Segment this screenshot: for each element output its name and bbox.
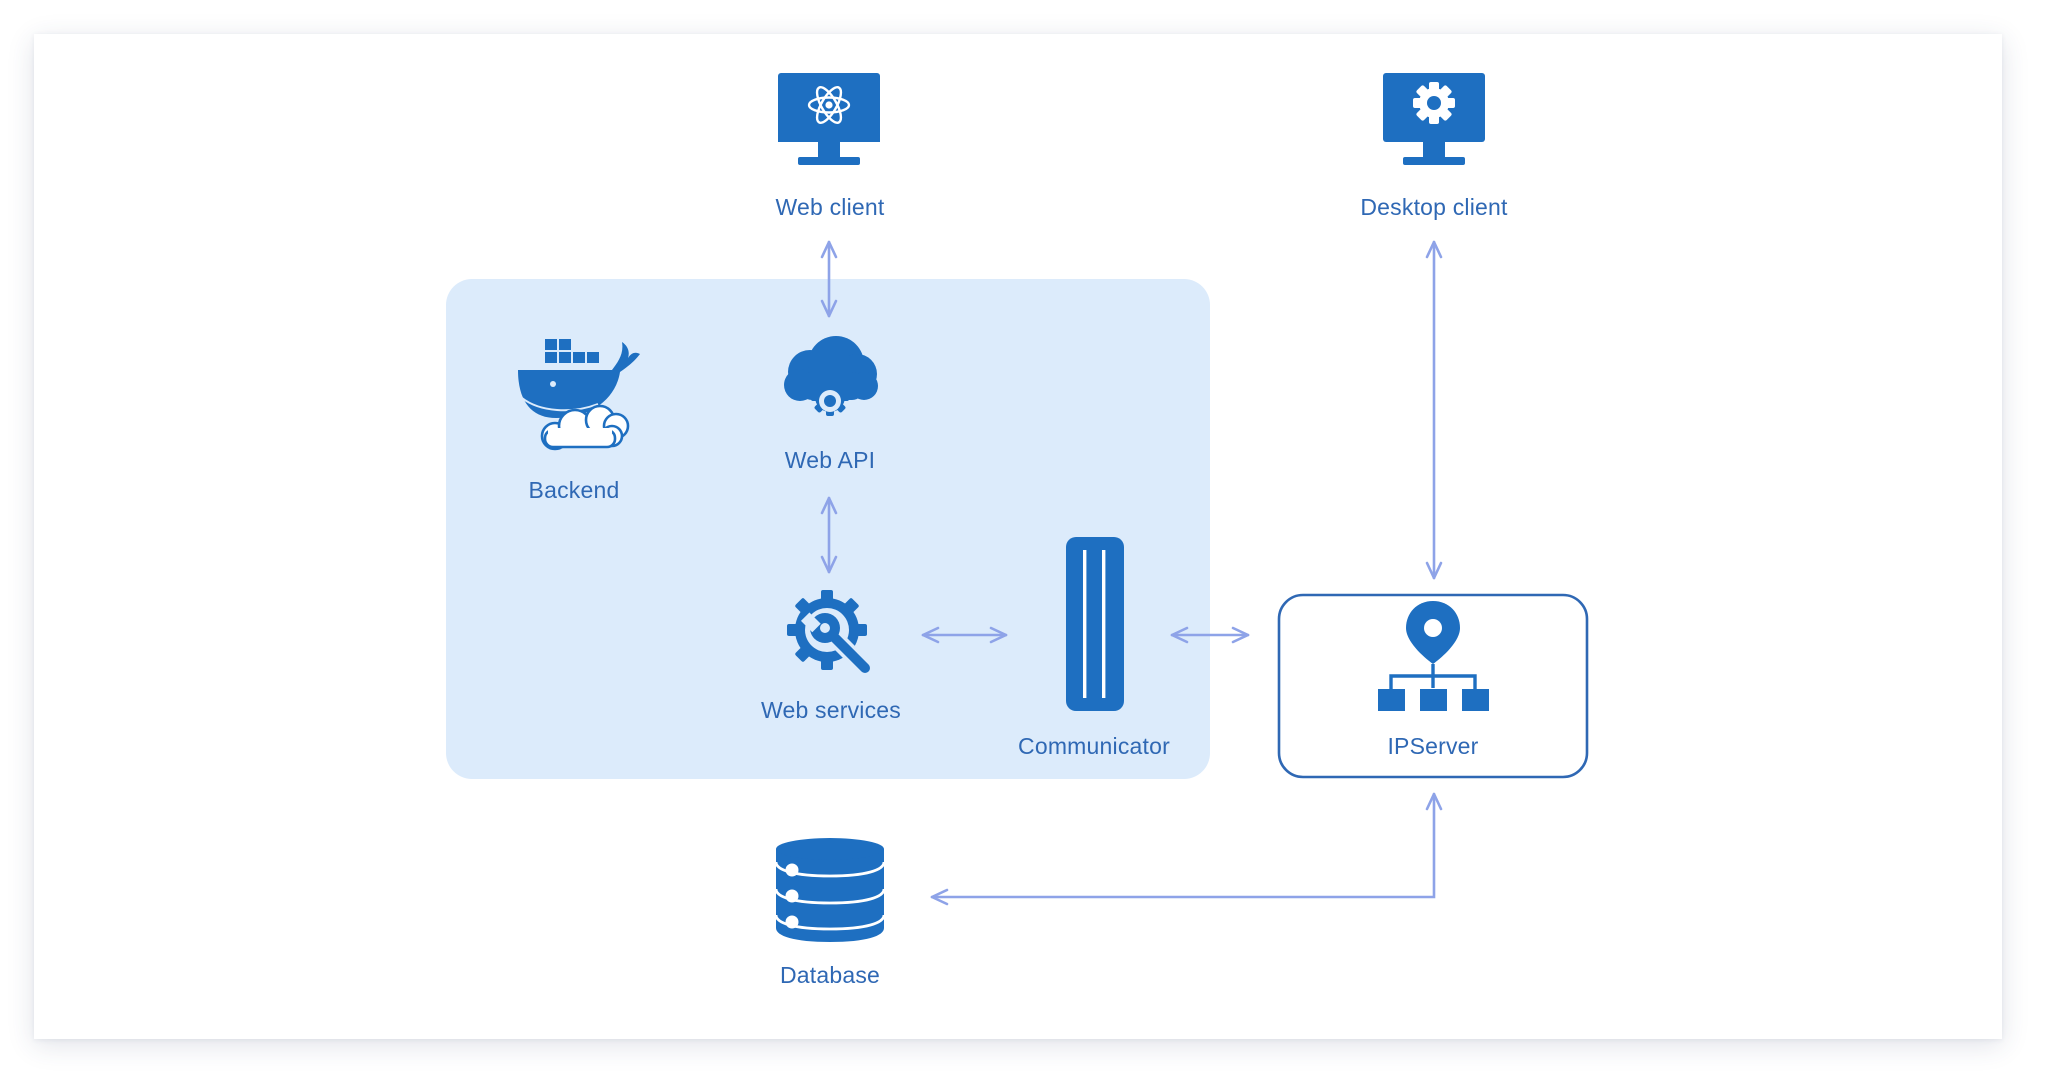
network-pin-icon: [1378, 601, 1489, 711]
connection-arrows: [820, 240, 1443, 906]
web-api-label: Web API: [784, 447, 876, 473]
desktop-client-label: Desktop client: [1360, 194, 1508, 220]
web-services-label: Web services: [760, 697, 902, 723]
docker-whale-icon: [518, 339, 640, 451]
ipserver-label: IPServer: [1387, 733, 1479, 759]
monitor-gear-icon: [1383, 73, 1485, 165]
gear-wrench-icon: [787, 590, 874, 677]
cloud-gear-icon: [784, 336, 878, 416]
web-client-label: Web client: [775, 194, 885, 220]
database-icon: [774, 838, 886, 942]
server-rack-icon: [1066, 537, 1124, 711]
backend-label: Backend: [528, 477, 620, 503]
arrow-ipserver-database: [930, 792, 1443, 906]
monitor-atom-icon: [778, 73, 880, 165]
communicator-label: Communicator: [1018, 733, 1170, 759]
database-label: Database: [779, 962, 881, 988]
